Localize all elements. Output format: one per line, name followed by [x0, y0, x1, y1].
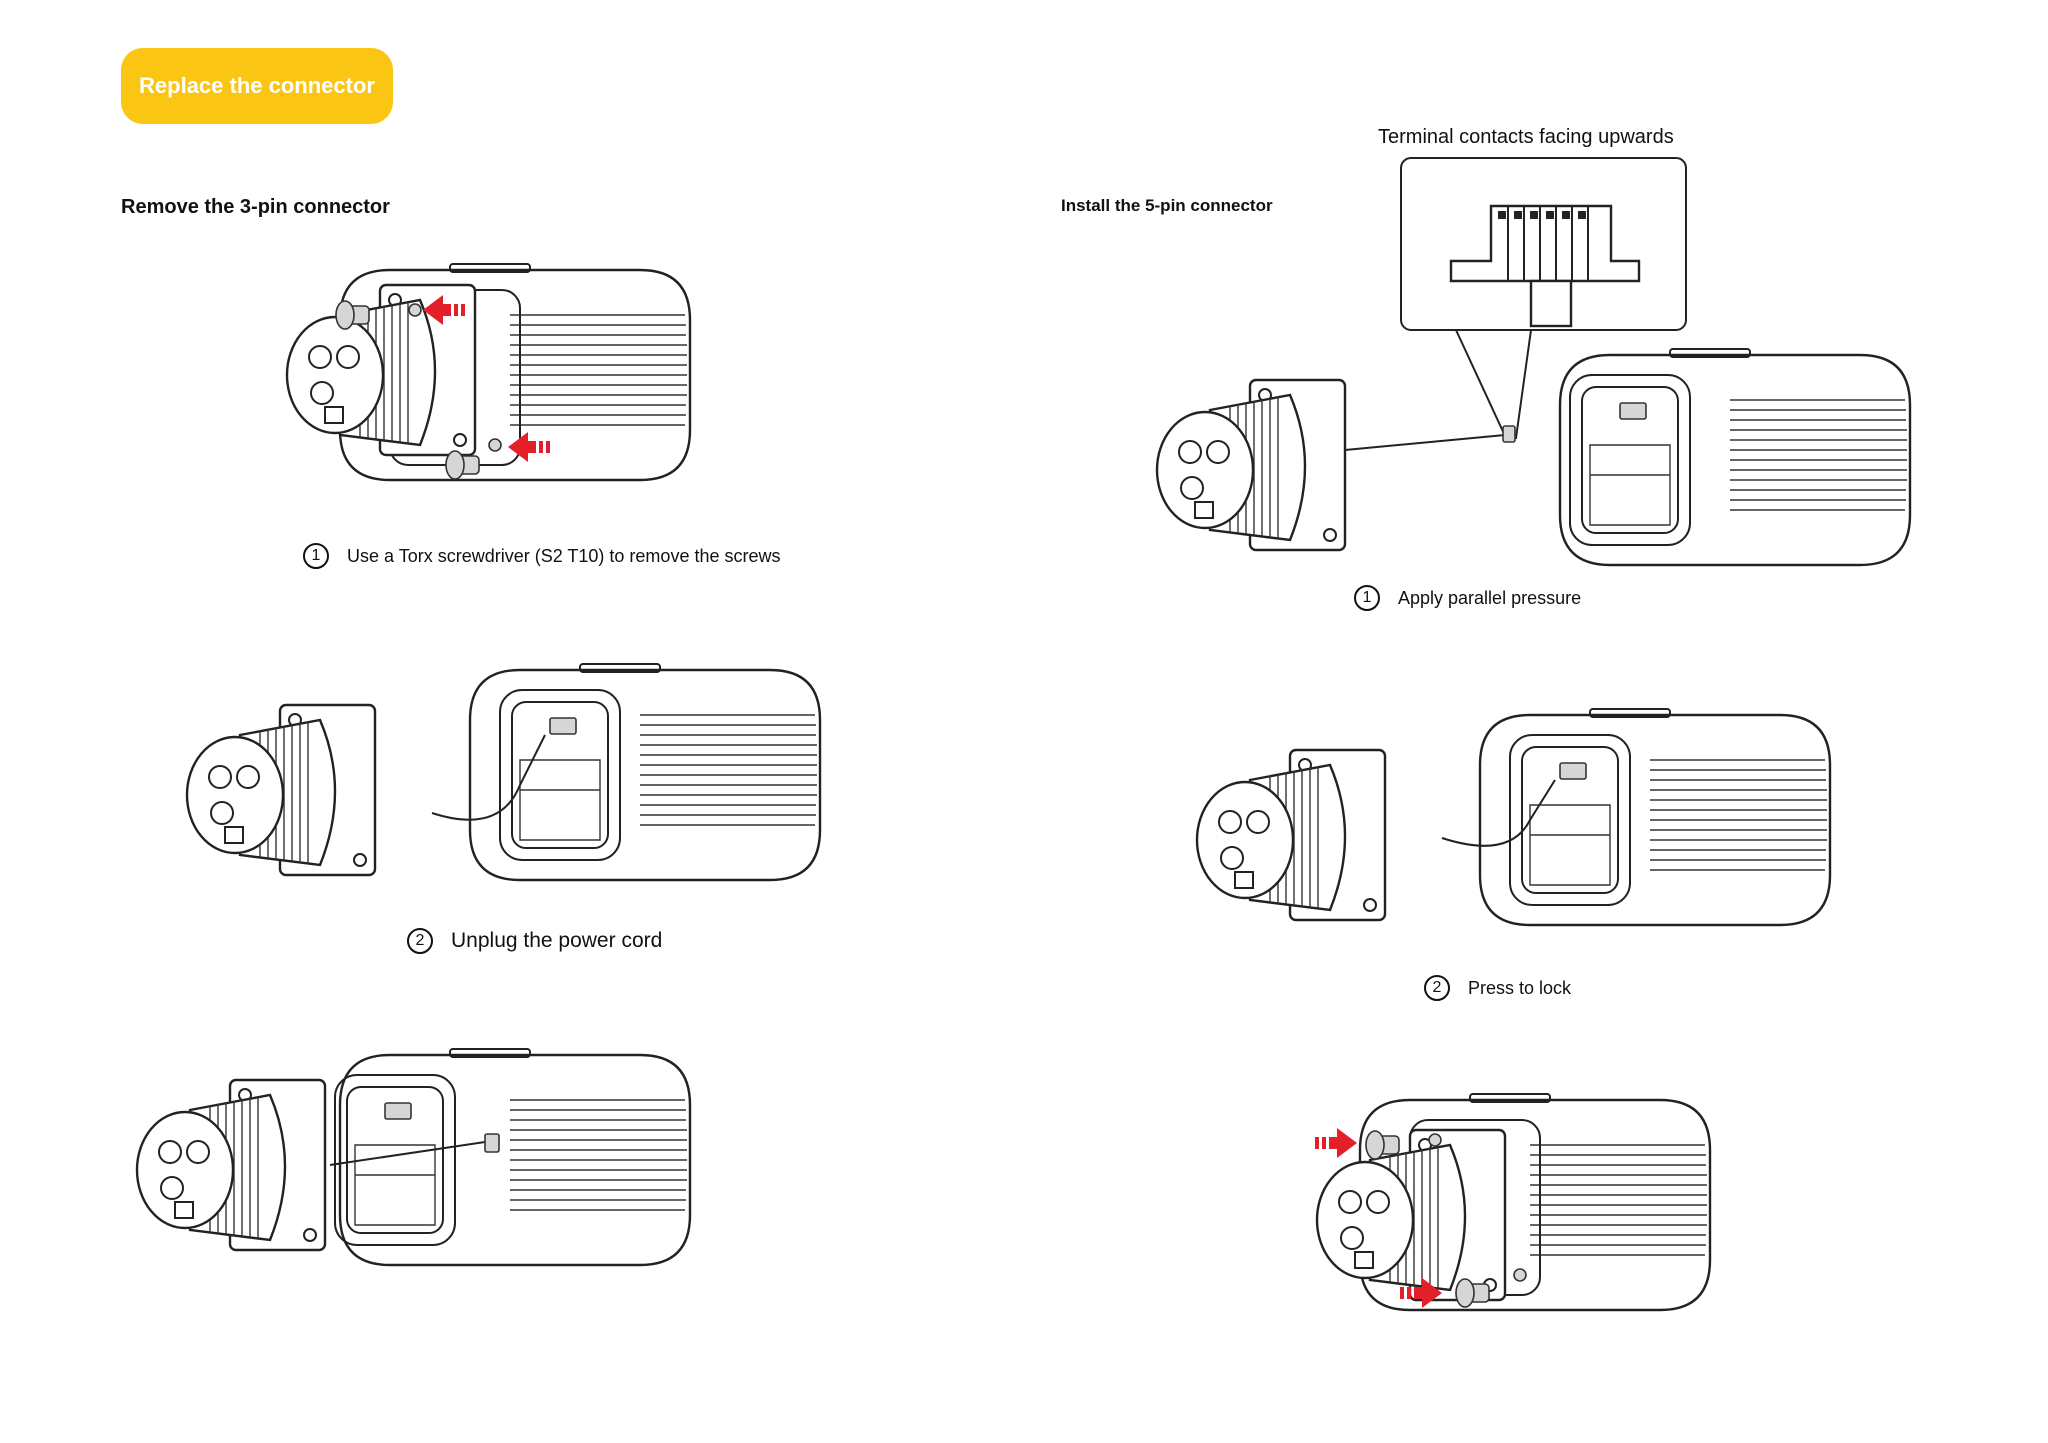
remove-screws-illustration [285, 262, 692, 482]
step-number: 1 [303, 543, 329, 569]
step-text: Unplug the power cord [451, 929, 663, 952]
install-screws-illustration [1315, 1092, 1712, 1312]
unplug-illustration [185, 662, 822, 882]
section-badge: Replace the connector [121, 48, 393, 124]
terminal-callout [1400, 157, 1687, 439]
callout-title: Terminal contacts facing upwards [1378, 126, 1674, 148]
press-to-lock-illustration [1195, 707, 1832, 927]
step-number: 1 [1354, 585, 1380, 611]
install-heading: Install the 5-pin connector [1061, 196, 1273, 215]
step-number: 2 [1424, 975, 1450, 1001]
step-text: Apply parallel pressure [1398, 587, 1582, 608]
left-step-2: 2 Unplug the power cord [407, 928, 662, 954]
step-text: Press to lock [1468, 977, 1572, 998]
step-text: Use a Torx screwdriver (S2 T10) to remov… [347, 545, 781, 566]
apply-pressure-illustration [1155, 347, 1912, 567]
step-number: 2 [407, 928, 433, 954]
remove-heading: Remove the 3-pin connector [121, 196, 390, 218]
left-step-1: 1 Use a Torx screwdriver (S2 T10) to rem… [303, 543, 780, 569]
right-step-1: 1 Apply parallel pressure [1354, 585, 1581, 611]
right-step-2: 2 Press to lock [1424, 975, 1571, 1001]
connector-removed-illustration [135, 1047, 692, 1267]
